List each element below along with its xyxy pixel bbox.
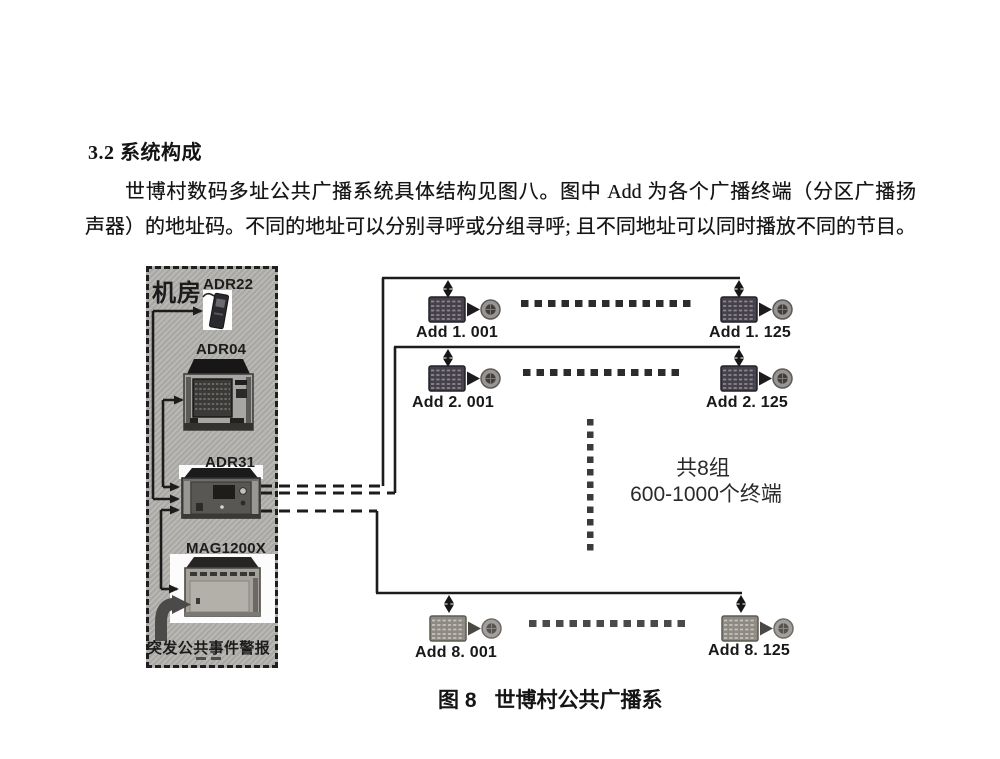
terminal-label-add-2-125: Add 2. 125 [705, 394, 789, 411]
terminal-group-8-first [429, 615, 502, 642]
group-count-note-line2: 600-1000个终端 [630, 483, 782, 506]
terminal-link-arrow [443, 349, 453, 367]
alarm-underline-dash [196, 657, 206, 660]
adr04-label: ADR04 [196, 341, 247, 358]
figure-title: 世博村公共广播系 [494, 689, 663, 712]
group-count-note-line1: 共8组 [676, 457, 730, 480]
ellipsis-row-2 [523, 369, 679, 376]
terminal-link-arrow [444, 595, 454, 613]
paragraph-line-1: 世博村数码多址公共广播系统具体结构见图八。图中 Add 为各个广播终端（分区广播… [125, 181, 916, 203]
adr31-output-lines [261, 484, 395, 513]
terminal-group-1-first [428, 296, 501, 323]
ellipsis-row-8 [529, 620, 685, 627]
adr22-device [202, 292, 230, 330]
mag1200x-device [184, 557, 261, 617]
mag1200x-label: MAG1200X [186, 540, 266, 557]
terminal-label-add-1-125: Add 1. 125 [708, 324, 792, 341]
bus-lines [375, 276, 742, 595]
terminal-label-add-8-001: Add 8. 001 [414, 644, 498, 661]
terminal-group-8-last [721, 615, 794, 642]
alarm-label: 突发公共事件警报 [147, 640, 271, 657]
terminal-group-1-last [720, 296, 793, 323]
figure-caption: 图 8 世博村公共广播系 [438, 684, 663, 714]
adr31-label: ADR31 [205, 454, 256, 471]
terminal-link-arrow [443, 280, 453, 298]
alarm-arrow-icon [155, 595, 191, 641]
adr31-device [181, 468, 261, 519]
section-heading: 3.2 系统构成 [88, 142, 202, 164]
terminal-link-arrow [734, 349, 744, 367]
terminal-label-add-1-001: Add 1. 001 [415, 324, 499, 341]
figure-number: 图 8 [438, 689, 477, 712]
terminal-group-2-first [428, 365, 501, 392]
terminal-group-2-last [720, 365, 793, 392]
machine-room-label: 机房 [152, 280, 202, 307]
terminal-label-add-8-125: Add 8. 125 [707, 642, 791, 659]
machine-room-wiring [151, 306, 203, 594]
paragraph-line-2: 声器）的地址码。不同的地址可以分别寻呼或分组寻呼; 且不同地址可以同时播放不同的… [85, 216, 916, 238]
terminal-link-arrow [734, 280, 744, 298]
adr22-label: ADR22 [203, 276, 254, 293]
ellipsis-row-1 [521, 300, 691, 307]
terminal-label-add-2-001: Add 2. 001 [411, 394, 495, 411]
adr04-device [183, 359, 254, 431]
ellipsis-vertical-groups [587, 419, 594, 551]
alarm-underline-dash [211, 657, 221, 660]
terminal-link-arrow [736, 595, 746, 613]
